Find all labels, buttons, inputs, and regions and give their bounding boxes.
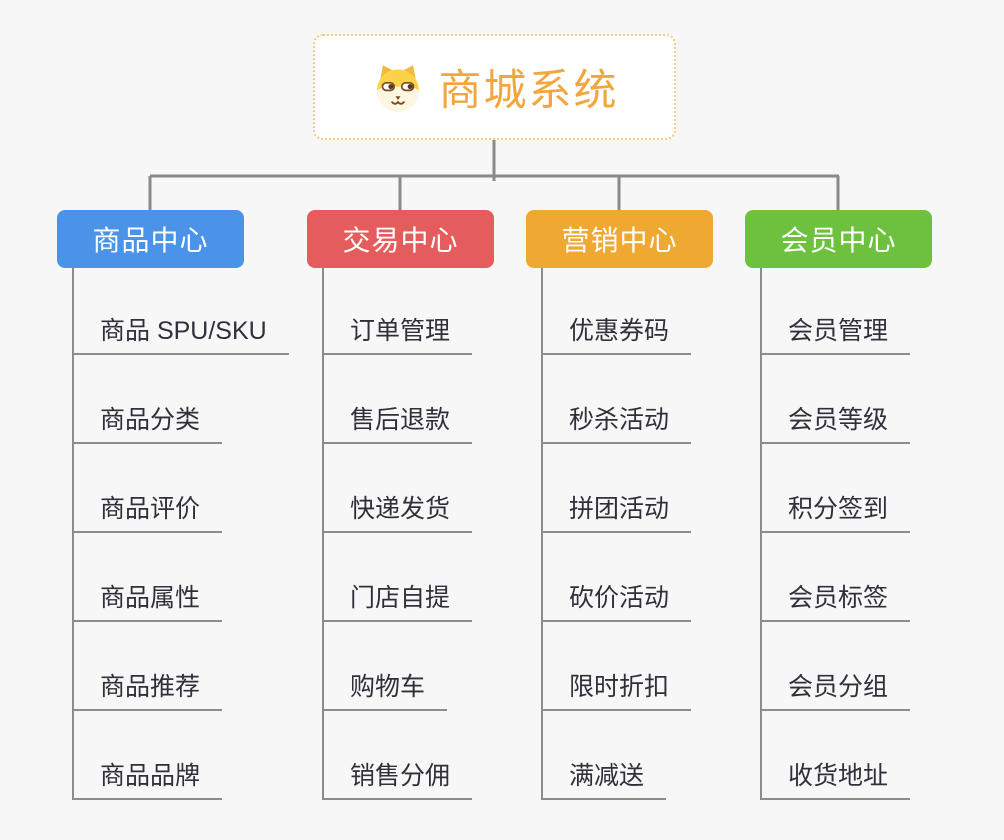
branch-trunk-line [322,268,324,800]
leaf-node[interactable]: 砍价活动 [541,533,692,622]
branch-marketing-center: 营销中心优惠券码秒杀活动拼团活动砍价活动限时折扣满减送 [526,210,796,800]
leaf-label: 门店自提 [322,578,473,622]
leaf-node[interactable]: 购物车 [322,622,472,711]
leaf-label: 订单管理 [322,311,473,355]
leaf-label: 购物车 [322,667,448,711]
leaf-label: 商品评价 [72,489,223,533]
leaf-node[interactable]: 商品 SPU/SKU [72,268,289,355]
leaf-node[interactable]: 满减送 [541,711,691,800]
leaf-node[interactable]: 限时折扣 [541,622,692,711]
leaf-node[interactable]: 收货地址 [760,711,911,800]
leaf-label: 秒杀活动 [541,400,692,444]
leaf-node[interactable]: 会员标签 [760,533,911,622]
leaf-node[interactable]: 商品分类 [72,355,289,444]
branch-label: 交易中心 [342,225,459,256]
leaf-node[interactable]: 会员管理 [760,268,911,355]
branch-items: 优惠券码秒杀活动拼团活动砍价活动限时折扣满减送 [526,268,692,800]
leaf-label: 商品分类 [72,400,223,444]
leaf-label: 拼团活动 [541,489,692,533]
leaf-node[interactable]: 秒杀活动 [541,355,692,444]
branch-trade-center: 交易中心订单管理售后退款快递发货门店自提购物车销售分佣 [307,210,577,800]
branch-node-marketing-center[interactable]: 营销中心 [526,210,713,268]
leaf-node[interactable]: 商品属性 [72,533,289,622]
branch-trunk-line [541,268,543,800]
leaf-label: 会员分组 [760,667,911,711]
tree-connector-path [148,140,840,210]
branch-trunk-line [760,268,762,800]
leaf-node[interactable]: 会员等级 [760,355,911,444]
leaf-label: 商品 SPU/SKU [72,311,289,355]
branch-items: 会员管理会员等级积分签到会员标签会员分组收货地址 [745,268,911,800]
leaf-label: 商品属性 [72,578,223,622]
leaf-label: 销售分佣 [322,756,473,800]
leaf-label: 砍价活动 [541,578,692,622]
leaf-label: 积分签到 [760,489,911,533]
leaf-label: 商品品牌 [72,756,223,800]
leaf-node[interactable]: 销售分佣 [322,711,473,800]
branch-node-trade-center[interactable]: 交易中心 [307,210,494,268]
dog-face-icon [371,61,425,113]
branch-items: 商品 SPU/SKU 商品分类商品评价商品属性商品推荐商品品牌 [57,268,289,800]
leaf-node[interactable]: 积分签到 [760,444,911,533]
leaf-label: 会员管理 [760,311,911,355]
branch-product-center: 商品中心商品 SPU/SKU 商品分类商品评价商品属性商品推荐商品品牌 [57,210,327,800]
leaf-label: 商品推荐 [72,667,223,711]
leaf-label: 收货地址 [760,756,911,800]
branch-member-center: 会员中心会员管理会员等级积分签到会员标签会员分组收货地址 [745,210,1004,800]
branch-label: 会员中心 [780,225,897,256]
leaf-label: 售后退款 [322,400,473,444]
leaf-label: 限时折扣 [541,667,692,711]
leaf-node[interactable]: 售后退款 [322,355,473,444]
root-node[interactable]: 商城系统 [313,34,676,140]
leaf-node[interactable]: 商品评价 [72,444,289,533]
leaf-node[interactable]: 拼团活动 [541,444,692,533]
branch-items: 订单管理售后退款快递发货门店自提购物车销售分佣 [307,268,473,800]
leaf-node[interactable]: 快递发货 [322,444,473,533]
branch-trunk-line [72,268,74,800]
leaf-label: 快递发货 [322,489,473,533]
branch-node-member-center[interactable]: 会员中心 [745,210,932,268]
leaf-node[interactable]: 会员分组 [760,622,911,711]
branch-label: 商品中心 [92,225,209,256]
branch-label: 营销中心 [561,225,678,256]
root-title: 商城系统 [438,67,619,115]
leaf-label: 满减送 [541,756,667,800]
leaf-label: 优惠券码 [541,311,692,355]
leaf-node[interactable]: 商品品牌 [72,711,289,800]
leaf-node[interactable]: 优惠券码 [541,268,692,355]
leaf-label: 会员标签 [760,578,911,622]
leaf-node[interactable]: 商品推荐 [72,622,289,711]
leaf-node[interactable]: 门店自提 [322,533,473,622]
leaf-label: 会员等级 [760,400,911,444]
leaf-node[interactable]: 订单管理 [322,268,473,355]
branch-node-product-center[interactable]: 商品中心 [57,210,244,268]
